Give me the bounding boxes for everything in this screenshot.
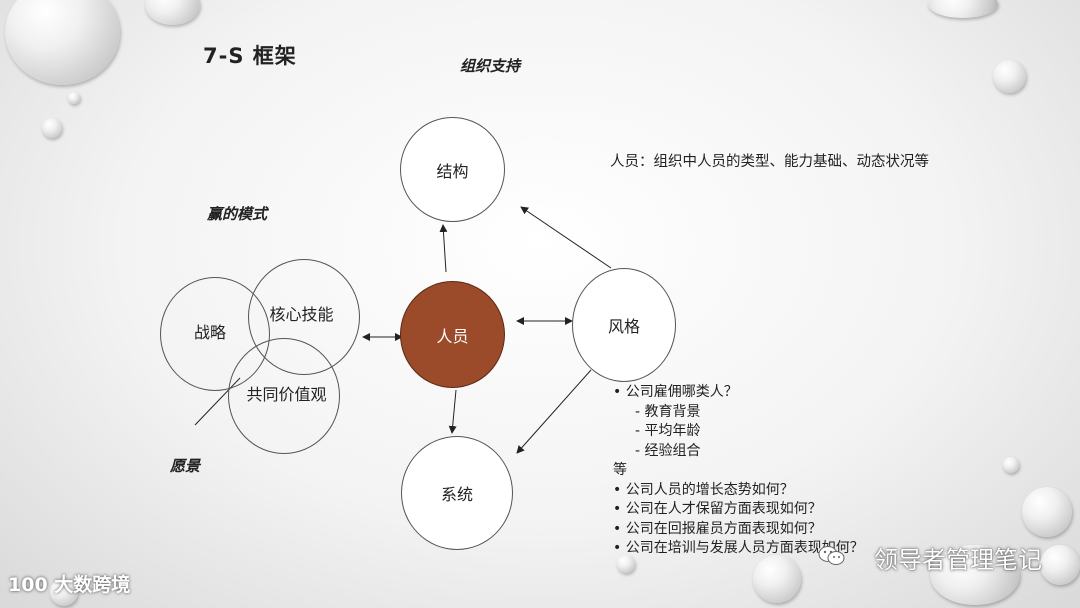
arrow-people-to-systems (448, 389, 457, 434)
arrow-style-to-structure (520, 206, 612, 269)
node-core-skills-label: 核心技能 (269, 305, 334, 324)
question-3: • 公司在人才保留方面表现如何？ (613, 501, 822, 517)
question-4: • 公司在回报雇员方面表现如何？ (613, 520, 822, 537)
people-questions: • 公司雇佣哪类人？ - 教育背景 - 平均年龄 - 经验组合 等 • 公司人员… (613, 383, 864, 559)
node-style-label: 风格 (607, 317, 640, 336)
label-vision: 愿景 (170, 457, 201, 475)
question-2: • 公司人员的增长态势如何？ (613, 481, 794, 498)
node-style: 风格 (572, 268, 676, 382)
label-winning-model: 赢的模式 (207, 205, 268, 223)
water-drop (68, 92, 80, 104)
water-drop (993, 60, 1026, 93)
node-structure-label: 结构 (436, 161, 469, 181)
question-1: • 公司雇佣哪类人？ (613, 384, 738, 400)
water-drop (1040, 545, 1080, 585)
question-5: • 公司在培训与发展人员方面表现如何？ (613, 540, 864, 556)
arrow-style-to-systems (516, 369, 592, 454)
sub-item-1: - 教育背景 (635, 403, 701, 420)
etc-text: 等 (613, 462, 627, 478)
water-drop (753, 555, 801, 603)
water-drop (50, 578, 78, 606)
node-shared-values: 共同价值观 (228, 338, 340, 454)
sub-item-3: - 经验组合 (635, 442, 701, 459)
node-systems-label: 系统 (440, 485, 473, 504)
node-structure: 结构 (400, 117, 505, 222)
node-shared-values-label: 共同价值观 (246, 385, 327, 404)
water-drop (5, 0, 120, 85)
water-drop (1003, 457, 1019, 473)
label-org-support: 组织支持 (460, 57, 521, 75)
wechat-icon (818, 545, 846, 567)
watermark-text: 领导者管理笔记 (874, 546, 1042, 574)
water-drop (42, 118, 62, 138)
water-drop (928, 0, 998, 18)
node-people-label: 人员 (436, 326, 469, 346)
water-drop (617, 555, 635, 573)
arrow-people-to-structure (439, 224, 448, 273)
node-systems: 系统 (401, 436, 513, 550)
page-title: 7-S 框架 (203, 44, 297, 68)
water-drop (930, 545, 1020, 605)
people-description: 人员：组织中人员的类型、能力基础、动态状况等 (610, 154, 929, 170)
node-people: 人员 (400, 281, 505, 388)
sub-item-2: - 平均年龄 (635, 423, 701, 439)
node-strategy-label: 战略 (193, 323, 226, 342)
brand-logo: 100 大数跨境 (8, 574, 131, 596)
water-drop (1022, 487, 1072, 537)
